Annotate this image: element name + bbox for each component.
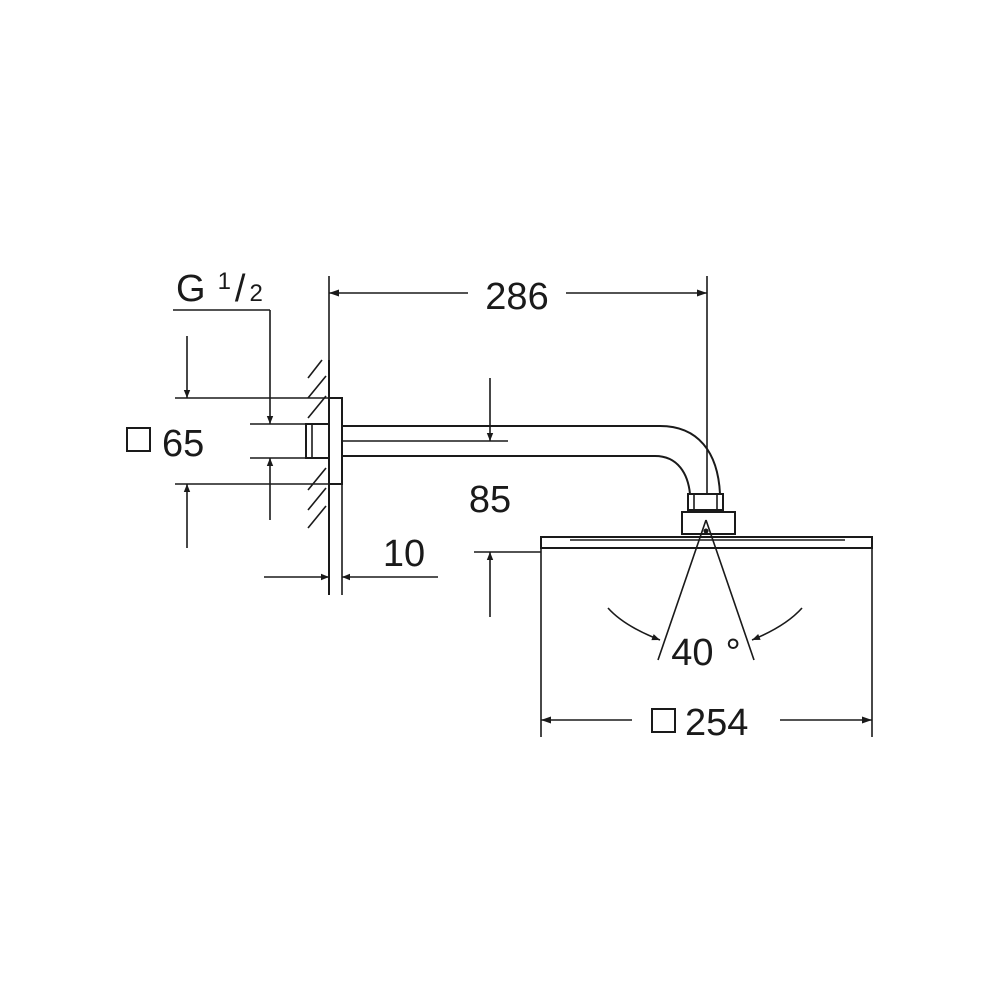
flange-square-label: 65 [162,423,204,465]
spray-angle-label: 40 ° [671,632,740,674]
dim-spray-angle: 40 ° [607,519,803,674]
drop-height-label: 85 [469,479,511,521]
dim-arm-length: 286 [328,276,708,494]
square-symbol-icon [651,708,676,733]
flange-depth-label: 10 [383,533,425,575]
dim-thread: G 1 / 2 [173,268,306,520]
arm-length-label: 286 [485,276,548,318]
dim-flange-square: 65 [126,336,329,548]
dim-drop-height: 85 [469,378,541,617]
shower-head [540,493,873,549]
square-symbol-icon [126,427,151,452]
dim-flange-depth: 10 [264,484,438,595]
wall-flange [305,397,343,485]
shower-arm [342,425,721,495]
dim-rose-width: 254 [540,548,873,744]
wall [307,359,330,595]
thread-label: G 1 / 2 [176,268,263,310]
rose-width-label: 254 [685,702,748,744]
